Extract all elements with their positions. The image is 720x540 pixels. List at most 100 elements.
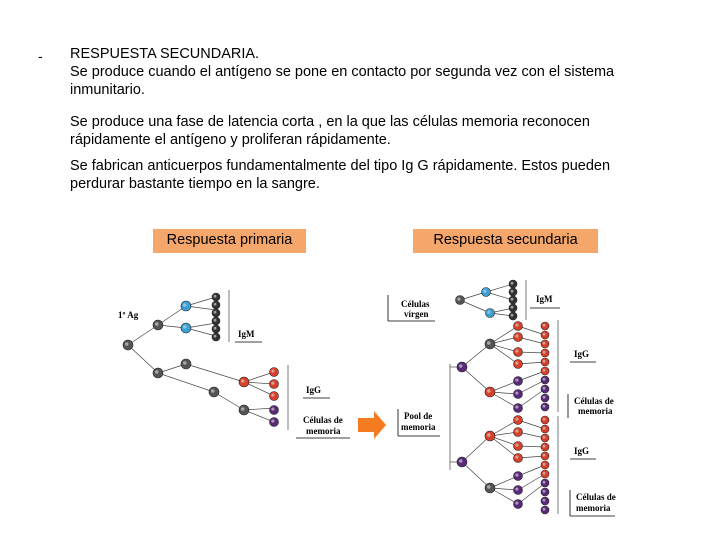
transition-arrow-icon bbox=[358, 411, 386, 439]
cell-icon bbox=[455, 295, 465, 305]
plasma-cell-icon bbox=[508, 279, 518, 289]
cell-icon bbox=[540, 339, 550, 349]
plasma-cell-icon bbox=[508, 303, 518, 313]
cell-icon bbox=[540, 487, 550, 497]
connector-line bbox=[459, 299, 491, 314]
cell-icon bbox=[540, 424, 550, 434]
secondary-response-header: Respuesta secundaria bbox=[413, 229, 598, 253]
connector-line bbox=[127, 344, 159, 374]
cell-icon bbox=[540, 478, 550, 488]
cell-icon bbox=[540, 442, 550, 452]
paragraph-2: Se produce una fase de latencia corta , … bbox=[70, 114, 590, 130]
connector-line bbox=[489, 343, 519, 365]
cell-icon bbox=[513, 347, 523, 357]
cell-icon bbox=[269, 379, 279, 389]
memory-cell-icon bbox=[269, 417, 279, 427]
cell-icon bbox=[540, 348, 550, 358]
primary-igg-label: IgG bbox=[306, 385, 321, 395]
plasma-cell-icon bbox=[508, 295, 518, 305]
connector-line bbox=[489, 325, 519, 345]
paragraph-2-cont: rápidamente el antígeno y proliferan ráp… bbox=[70, 132, 391, 148]
primary-ag-label: 1º Ag bbox=[118, 310, 139, 320]
connector-line bbox=[461, 461, 491, 489]
antigen-cell-icon bbox=[122, 339, 134, 351]
connector-line bbox=[185, 363, 245, 383]
cell-icon bbox=[540, 433, 550, 443]
plasma-cell-icon bbox=[211, 332, 221, 342]
cell-icon bbox=[540, 321, 550, 331]
paragraph-3-cont: perdurar bastante tiempo en la sangre. bbox=[70, 176, 320, 192]
cell-icon bbox=[513, 471, 523, 481]
cell-icon bbox=[540, 469, 550, 479]
secondary-igg-label-2: IgG bbox=[574, 446, 589, 456]
connector-line bbox=[489, 487, 519, 505]
connector-line bbox=[517, 464, 546, 477]
secondary-memoria-b2: memoria bbox=[576, 503, 611, 513]
cell-icon bbox=[540, 366, 550, 376]
cell-icon bbox=[485, 308, 495, 318]
plasma-cell-icon bbox=[211, 300, 221, 310]
plasma-cell-icon bbox=[211, 324, 221, 334]
plasma-cell-icon bbox=[211, 316, 221, 326]
cell-icon bbox=[540, 330, 550, 340]
paragraph-1: Se produce cuando el antígeno se pone en… bbox=[70, 64, 615, 80]
memory-cell-icon bbox=[456, 456, 468, 468]
secondary-memoria-a2: memoria bbox=[578, 406, 613, 416]
connector-line bbox=[243, 409, 275, 423]
pool-label-2: memoria bbox=[401, 422, 436, 432]
secondary-memoria-b1: Células de bbox=[576, 492, 616, 502]
cell-icon bbox=[513, 376, 523, 386]
connector-line bbox=[489, 391, 519, 409]
cell-icon bbox=[513, 441, 523, 451]
cell-icon bbox=[481, 287, 491, 297]
bullet-dash: - bbox=[38, 48, 43, 64]
slide-title: RESPUESTA SECUNDARIA. bbox=[70, 46, 260, 62]
cell-icon bbox=[513, 403, 523, 413]
primary-igm-label: IgM bbox=[238, 329, 255, 339]
connector-line bbox=[517, 482, 546, 505]
paragraph-3: Se fabrican anticuerpos fundamentalmente… bbox=[70, 158, 611, 174]
cell-icon bbox=[540, 496, 550, 506]
cell-icon bbox=[540, 375, 550, 385]
secondary-igm-label: IgM bbox=[536, 294, 553, 304]
cell-icon bbox=[269, 367, 279, 377]
cell-icon bbox=[513, 499, 523, 509]
secondary-igg-label-1: IgG bbox=[574, 349, 589, 359]
cell-icon bbox=[540, 415, 550, 425]
cell-icon bbox=[484, 338, 496, 350]
cell-icon bbox=[180, 300, 192, 312]
connector-line bbox=[461, 435, 491, 463]
cell-icon bbox=[513, 453, 523, 463]
cell-icon bbox=[540, 505, 550, 515]
cell-icon bbox=[152, 367, 164, 379]
secondary-virgen-label-2: vírgen bbox=[404, 309, 429, 319]
paragraph-1-cont: inmunitario. bbox=[70, 82, 145, 98]
cell-icon bbox=[540, 384, 550, 394]
cell-icon bbox=[180, 358, 192, 370]
connector-line bbox=[461, 366, 491, 393]
secondary-virgen-label-1: Células bbox=[401, 299, 430, 309]
primary-memoria-label-2: memoria bbox=[306, 426, 341, 436]
cell-icon bbox=[540, 393, 550, 403]
cell-icon bbox=[238, 404, 250, 416]
plasma-cell-icon bbox=[211, 292, 221, 302]
cell-icon bbox=[238, 376, 250, 388]
connector-line bbox=[243, 381, 275, 397]
cell-icon bbox=[208, 386, 220, 398]
connector-line bbox=[517, 388, 546, 409]
diagram-cells bbox=[122, 279, 550, 515]
cell-icon bbox=[540, 460, 550, 470]
connector-line bbox=[157, 372, 215, 393]
cell-icon bbox=[180, 322, 192, 334]
cell-icon bbox=[513, 415, 523, 425]
connector-line bbox=[517, 379, 546, 395]
cell-icon bbox=[513, 389, 523, 399]
pool-label-1: Pool de bbox=[404, 411, 432, 421]
cell-icon bbox=[540, 357, 550, 367]
cell-icon bbox=[152, 319, 164, 331]
cell-icon bbox=[540, 402, 550, 412]
cell-icon bbox=[484, 386, 496, 398]
cell-icon bbox=[484, 482, 496, 494]
cell-icon bbox=[513, 485, 523, 495]
cell-icon bbox=[484, 430, 496, 442]
